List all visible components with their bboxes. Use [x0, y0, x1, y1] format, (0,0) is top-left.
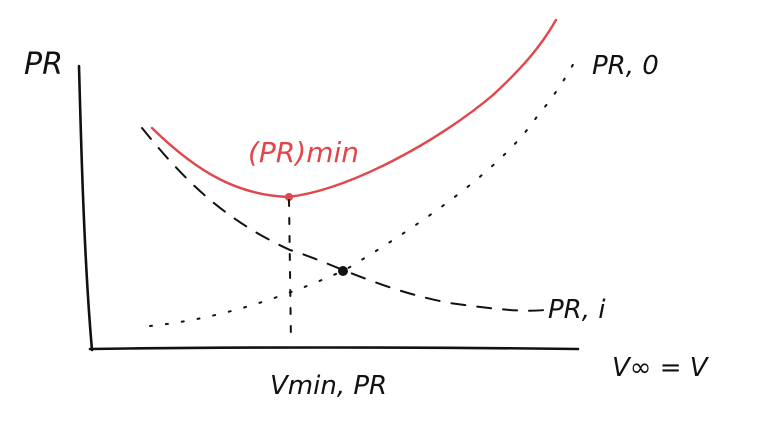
min-velocity-guide-line	[288, 199, 292, 343]
min-power-label: (PR)min	[248, 136, 359, 169]
y-axis-label: PR	[24, 47, 63, 82]
min-velocity-label: Vmin, PR	[270, 371, 387, 401]
y-axis	[77, 64, 94, 352]
zero-lift-curve-label: PR, 0	[592, 51, 659, 81]
total-power-required-curve	[150, 18, 558, 199]
x-axis-label: V∞ = V	[612, 353, 710, 383]
induced-power-curve	[141, 127, 546, 312]
intersection-point	[338, 266, 348, 276]
induced-curve-label: PR, i	[548, 295, 606, 325]
zero-lift-power-curve	[149, 54, 579, 327]
x-axis	[88, 346, 580, 351]
minimum-power-point	[285, 193, 293, 201]
